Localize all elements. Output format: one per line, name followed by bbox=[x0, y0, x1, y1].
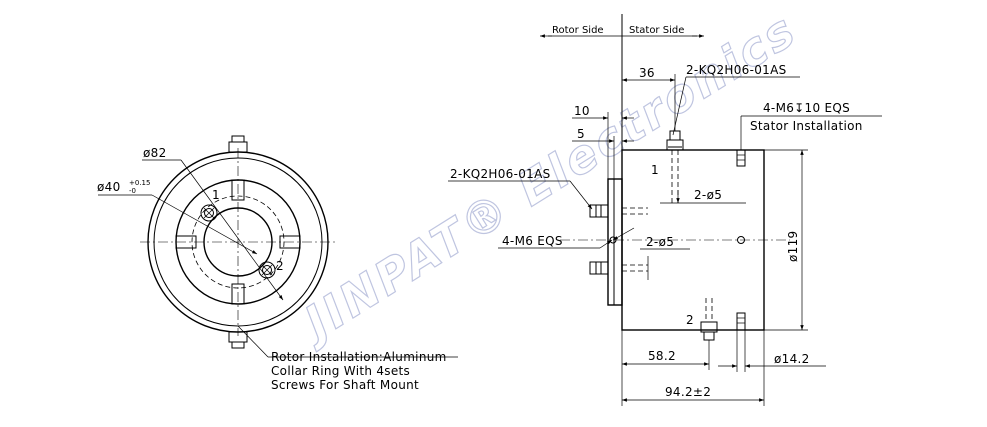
dia-40-leader bbox=[151, 194, 258, 255]
note-line-1: Rotor Installation:Aluminum bbox=[271, 350, 447, 364]
stator-install-label: Stator Installation bbox=[750, 119, 863, 133]
stator-holes-label: 4-M6↧10 EQS bbox=[763, 101, 850, 115]
hole-mid-label: 2-ø5 bbox=[646, 235, 674, 249]
left-fitting-bottom bbox=[589, 261, 609, 275]
side-port-2-label: 2 bbox=[686, 313, 694, 327]
fitting-top-nut bbox=[231, 135, 245, 143]
dia-40-tol-lower: -0 bbox=[129, 187, 136, 195]
rotor-side-label: Rotor Side bbox=[552, 25, 604, 36]
end-view: 1 2 ø82 ø40 +0.15 -0 Rotor Installation:… bbox=[97, 135, 458, 392]
dim-94-2-label: 94.2±2 bbox=[665, 385, 711, 399]
dim-119-label: ø119 bbox=[786, 231, 800, 262]
stator-side-label: Stator Side bbox=[629, 25, 684, 36]
top-fitting-base bbox=[666, 139, 684, 151]
port-1-outer bbox=[200, 204, 218, 222]
note-line-2: Collar Ring With 4sets bbox=[271, 364, 410, 378]
stator-center-mark bbox=[737, 236, 745, 244]
stator-hole-bottom bbox=[736, 312, 746, 331]
rotor-holes-label: 4-M6 EQS bbox=[502, 234, 563, 248]
port-1-inner bbox=[204, 208, 214, 218]
port-1-label: 1 bbox=[212, 188, 220, 202]
dim-5-label: 5 bbox=[577, 127, 585, 141]
side-view: Rotor Side Stator Side 1 2 bbox=[448, 14, 882, 406]
dim-36-label: 36 bbox=[639, 66, 655, 80]
fitting-top-label: 2-KQ2H06-01AS bbox=[686, 63, 787, 77]
dim-58-2-label: 58.2 bbox=[648, 349, 676, 363]
fitting-left-leader bbox=[569, 180, 593, 210]
stator-hole-top bbox=[736, 149, 746, 167]
left-fitting-top bbox=[589, 204, 609, 218]
fitting-left-label: 2-KQ2H06-01AS bbox=[450, 167, 551, 181]
dim-10-label: 10 bbox=[574, 104, 590, 118]
hole-top-label: 2-ø5 bbox=[694, 188, 722, 202]
dia-82-label: ø82 bbox=[143, 146, 167, 160]
port-2-label: 2 bbox=[276, 259, 284, 273]
note-line-3: Screws For Shaft Mount bbox=[271, 378, 419, 392]
port-2-inner bbox=[262, 265, 272, 275]
dia-40-tol-upper: +0.15 bbox=[129, 179, 150, 187]
dia-82-leader bbox=[180, 159, 284, 301]
side-port-1-label: 1 bbox=[651, 163, 659, 177]
dim-14-2-label: ø14.2 bbox=[774, 352, 810, 366]
dia-40-label: ø40 bbox=[97, 180, 121, 194]
note-leader bbox=[237, 325, 269, 358]
fitting-bottom-nut bbox=[231, 341, 245, 349]
